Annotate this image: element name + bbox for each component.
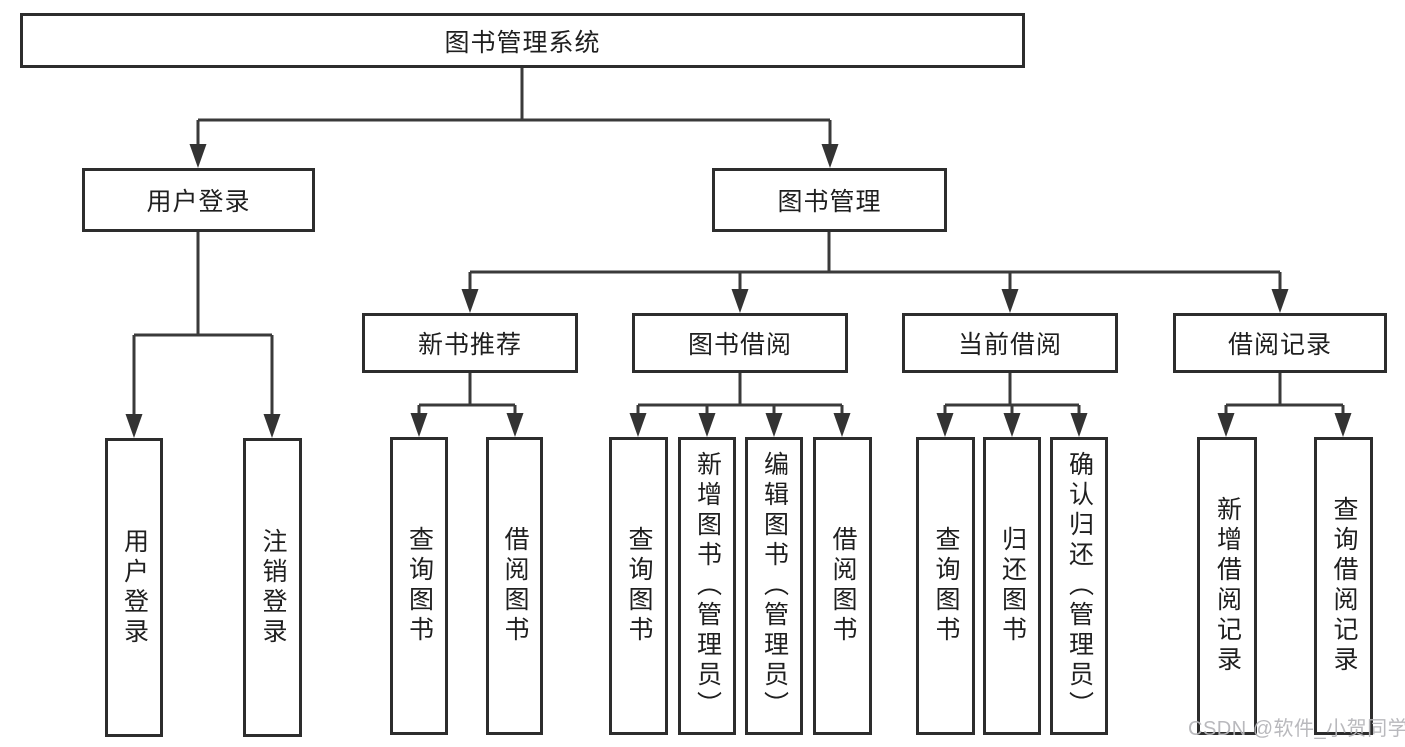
connector-user-login-to-leaves bbox=[125, 232, 281, 438]
leaf-add-borrow-record: 新增借阅记录 bbox=[1197, 437, 1257, 735]
node-book-borrowing-label: 图书借阅 bbox=[687, 331, 792, 359]
node-borrowing-records: 借阅记录 bbox=[1173, 313, 1387, 373]
leaf-add-books-admin: 新增图书（管理员） bbox=[678, 437, 736, 735]
node-user-login-label: 用户登录 bbox=[146, 188, 251, 216]
leaf-borrow-books-borrowing-label: 借阅图书 bbox=[829, 526, 857, 646]
leaf-edit-books-admin: 编辑图书（管理员） bbox=[745, 437, 803, 735]
leaf-confirm-return-admin: 确认归还（管理员） bbox=[1050, 437, 1108, 735]
leaf-query-borrow-record: 查询借阅记录 bbox=[1314, 437, 1373, 735]
leaf-query-books-borrowing: 查询图书 bbox=[609, 437, 668, 735]
leaf-borrow-books-recommend: 借阅图书 bbox=[486, 437, 543, 735]
leaf-borrow-books-recommend-label: 借阅图书 bbox=[501, 526, 529, 646]
node-user-login: 用户登录 bbox=[82, 168, 315, 232]
leaf-query-books-recommend: 查询图书 bbox=[390, 437, 448, 735]
leaf-query-books-recommend-label: 查询图书 bbox=[405, 526, 434, 646]
leaf-user-login: 用户登录 bbox=[105, 438, 163, 737]
node-borrowing-records-label: 借阅记录 bbox=[1227, 331, 1332, 359]
connector-borrowing-records-to-leaves bbox=[1217, 373, 1352, 437]
node-library-system-label: 图书管理系统 bbox=[444, 28, 601, 57]
leaf-query-books-current: 查询图书 bbox=[916, 437, 975, 735]
node-book-management: 图书管理 bbox=[712, 168, 947, 232]
connector-book-borrowing-to-leaves bbox=[629, 373, 851, 437]
node-current-borrowing-label: 当前借阅 bbox=[957, 331, 1062, 359]
leaf-user-login-label: 用户登录 bbox=[120, 527, 149, 648]
connector-new-book-to-leaves bbox=[410, 373, 524, 437]
csdn-watermark: CSDN @软件_小贺同学 bbox=[1188, 718, 1405, 740]
leaf-query-borrow-record-label: 查询借阅记录 bbox=[1330, 496, 1358, 676]
leaf-edit-books-admin-label: 编辑图书（管理员） bbox=[760, 451, 789, 721]
connector-root-to-level2 bbox=[189, 68, 839, 168]
leaf-add-books-admin-label: 新增图书（管理员） bbox=[693, 451, 722, 721]
leaf-add-borrow-record-label: 新增借阅记录 bbox=[1213, 496, 1242, 676]
leaf-logout-label: 注销登录 bbox=[259, 527, 287, 648]
node-library-system: 图书管理系统 bbox=[20, 13, 1025, 68]
node-new-book-recommendation: 新书推荐 bbox=[362, 313, 578, 373]
leaf-query-books-current-label: 查询图书 bbox=[932, 526, 960, 646]
leaf-logout: 注销登录 bbox=[243, 438, 302, 737]
connector-current-borrowing-to-leaves bbox=[936, 373, 1088, 437]
leaf-return-books: 归还图书 bbox=[983, 437, 1041, 735]
node-current-borrowing: 当前借阅 bbox=[902, 313, 1118, 373]
leaf-query-books-borrowing-label: 查询图书 bbox=[625, 526, 653, 646]
node-book-borrowing: 图书借阅 bbox=[632, 313, 848, 373]
leaf-return-books-label: 归还图书 bbox=[998, 526, 1027, 646]
node-new-book-recommendation-label: 新书推荐 bbox=[417, 331, 522, 359]
node-book-management-label: 图书管理 bbox=[777, 188, 882, 216]
connector-book-management-to-level3 bbox=[461, 232, 1289, 313]
leaf-confirm-return-admin-label: 确认归还（管理员） bbox=[1065, 451, 1094, 721]
leaf-borrow-books-borrowing: 借阅图书 bbox=[813, 437, 872, 735]
